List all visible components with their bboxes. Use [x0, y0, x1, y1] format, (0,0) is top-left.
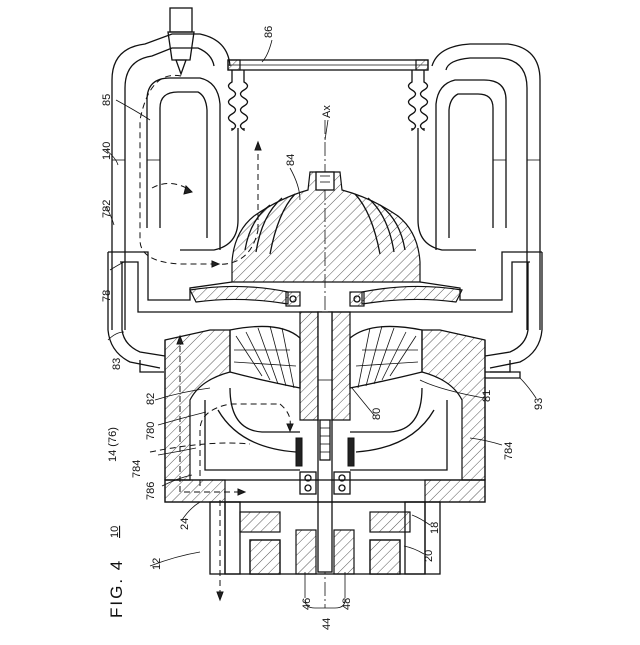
top-cover [228, 60, 428, 70]
label-784-right: 784 [503, 442, 515, 460]
label-46: 46 [301, 598, 313, 610]
left-bellows [229, 70, 248, 130]
upper-rotor [232, 172, 420, 282]
label-93: 93 [533, 398, 545, 410]
right-inner-wall [418, 128, 476, 250]
label-86: 86 [263, 26, 275, 38]
label-10: 10 [109, 526, 121, 538]
label-84: 84 [285, 154, 297, 166]
axis-label-ax: Ax [321, 105, 333, 118]
right-bellows [409, 70, 428, 130]
right-compressor-wheel [350, 326, 422, 388]
seal-plates [190, 286, 462, 306]
label-44: 44 [321, 618, 333, 630]
label-78: 78 [101, 290, 113, 302]
label-81: 81 [481, 390, 493, 402]
label-14-76: 14 (76) [107, 427, 119, 462]
label-83: 83 [111, 358, 123, 370]
label-20: 20 [423, 550, 435, 562]
label-786: 786 [145, 482, 157, 500]
label-18: 18 [429, 522, 441, 534]
label-782: 782 [101, 200, 113, 218]
left-outer-duct [112, 34, 230, 330]
label-780: 780 [145, 422, 157, 440]
label-12: 12 [151, 558, 163, 570]
label-784-left: 784 [131, 460, 143, 478]
label-80: 80 [371, 408, 383, 420]
left-compressor-wheel [230, 326, 300, 388]
inlet-pipe [168, 8, 194, 74]
label-24: 24 [179, 518, 191, 530]
label-85: 85 [101, 94, 113, 106]
label-82: 82 [145, 393, 157, 405]
shaft [318, 312, 332, 572]
label-140: 140 [101, 142, 113, 160]
right-outer-duct [432, 44, 540, 330]
label-48: 48 [341, 598, 353, 610]
figure-label: FIG. 4 [107, 559, 126, 618]
